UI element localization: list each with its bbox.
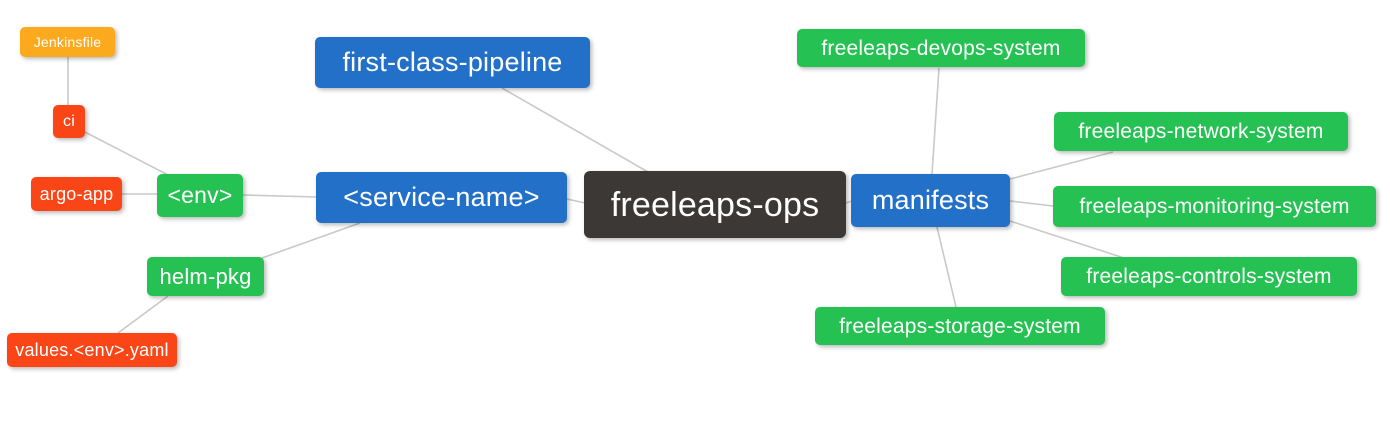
- node-ci[interactable]: ci: [53, 105, 85, 138]
- edge-manifests-storage: [936, 226, 957, 308]
- node-service-name[interactable]: <service-name>: [316, 172, 567, 223]
- edge-manifests-devops: [931, 67, 940, 175]
- node-first-class-pipeline[interactable]: first-class-pipeline: [315, 37, 590, 88]
- node-freeleaps-ops-root[interactable]: freeleaps-ops: [584, 171, 846, 238]
- node-freeleaps-devops-system[interactable]: freeleaps-devops-system: [797, 29, 1085, 67]
- connector-group: [67, 57, 1125, 334]
- node-freeleaps-controls-system[interactable]: freeleaps-controls-system: [1061, 257, 1357, 296]
- edge-manifests-controls: [1009, 220, 1125, 259]
- node-freeleaps-monitoring-system[interactable]: freeleaps-monitoring-system: [1053, 186, 1376, 227]
- node-manifests[interactable]: manifests: [851, 174, 1010, 227]
- node-jenkinsfile[interactable]: Jenkinsfile: [20, 27, 115, 57]
- node-env[interactable]: <env>: [157, 174, 243, 217]
- edge-ci-env: [82, 130, 171, 177]
- edge-manifests-monitoring: [1009, 200, 1054, 207]
- edge-pipeline-freeleaps-ops: [501, 87, 649, 173]
- edge-values-helm-pkg: [117, 295, 169, 334]
- node-freeleaps-storage-system[interactable]: freeleaps-storage-system: [815, 307, 1105, 345]
- edge-env-service-name: [242, 194, 318, 198]
- edge-service-name-ops: [566, 198, 586, 204]
- edge-manifests-network: [1009, 151, 1114, 180]
- edge-helm-pkg-service-name: [261, 222, 361, 259]
- node-helm-pkg[interactable]: helm-pkg: [147, 257, 264, 296]
- node-values-env-yaml[interactable]: values.<env>.yaml: [7, 333, 177, 367]
- node-argo-app[interactable]: argo-app: [31, 177, 122, 211]
- node-freeleaps-network-system[interactable]: freeleaps-network-system: [1054, 112, 1348, 151]
